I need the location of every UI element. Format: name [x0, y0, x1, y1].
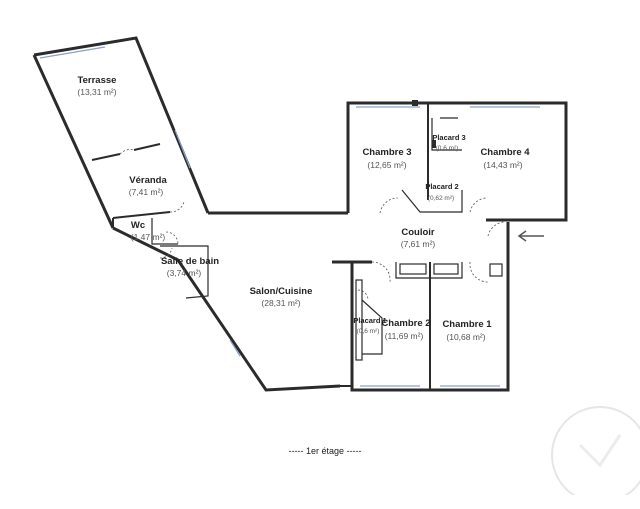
room-salon-cuisine-area: (28,31 m²) [261, 298, 300, 308]
doors [119, 149, 505, 301]
room-couloir-area: (7,61 m²) [401, 239, 436, 249]
room-chambre1-area: (10,68 m²) [446, 332, 485, 342]
room-chambre2-area: (11,69 m²) [385, 331, 424, 341]
room-salle-de-bain-area: (3,74 m²) [167, 268, 202, 278]
room-chambre3-name: Chambre 3 [362, 147, 411, 158]
room-placard1-name: Placard 1 [353, 316, 386, 325]
room-salle-de-bain-name: Salle de bain [161, 256, 219, 267]
room-terrasse-area: (13,31 m²) [77, 87, 116, 97]
room-placard2-name: Placard 2 [425, 182, 458, 191]
room-couloir-name: Couloir [401, 227, 435, 238]
room-placard2-area: (0,62 m²) [428, 195, 454, 202]
floor-label: ----- 1er étage ----- [288, 446, 361, 456]
room-terrasse-name: Terrasse [78, 75, 117, 86]
room-veranda-name: Véranda [129, 175, 167, 186]
room-placard3-area: (0,6 m²) [436, 145, 459, 152]
room-chambre4-area: (14,43 m²) [483, 160, 522, 170]
room-chambre2-name: Chambre 2 [381, 318, 430, 329]
room-salon-cuisine-name: Salon/Cuisine [250, 286, 313, 297]
walls [32, 36, 568, 392]
room-chambre4-name: Chambre 4 [480, 147, 530, 158]
room-chambre3-area: (12,65 m²) [367, 160, 406, 170]
watermark-logo-icon [551, 406, 640, 495]
windows [39, 46, 540, 387]
room-wc-name: Wc [131, 220, 145, 231]
entrance-arrow-icon [517, 230, 544, 242]
room-wc-area: (1,47 m²) [131, 232, 166, 242]
fixtures [355, 100, 503, 361]
room-chambre1-name: Chambre 1 [442, 319, 492, 330]
room-labels: Terrasse (13,31 m²) Véranda (7,41 m²) Wc… [77, 75, 530, 342]
room-placard1-area: (0,6 m²) [357, 328, 380, 335]
room-veranda-area: (7,41 m²) [129, 187, 164, 197]
room-placard3-name: Placard 3 [432, 133, 465, 142]
